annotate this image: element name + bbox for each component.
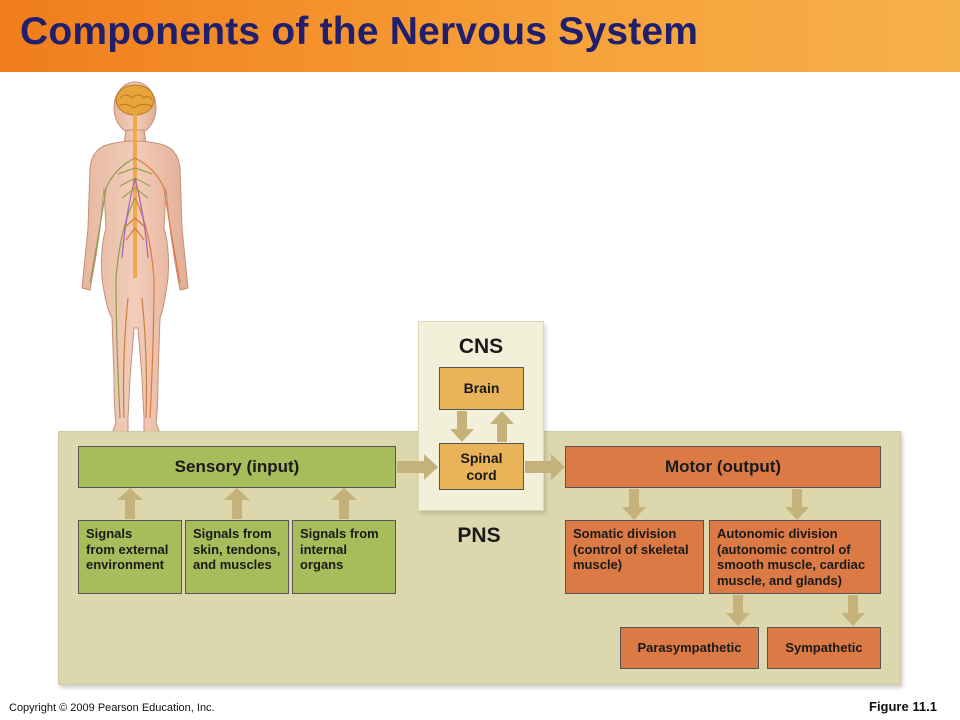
autonomic-division-box: Autonomic division (autonomic control of… bbox=[709, 520, 881, 594]
arrow-spinal-cord-to-motor bbox=[525, 454, 565, 480]
arrow-motor-to-autonomic bbox=[785, 489, 809, 520]
motor-label: Motor (output) bbox=[664, 457, 782, 477]
sympathetic-label: Sympathetic bbox=[785, 639, 863, 655]
arrow-brain-to-spinal-cord bbox=[450, 411, 474, 442]
arrow-external-to-sensory bbox=[117, 488, 143, 519]
somatic-title: Somatic division bbox=[573, 526, 677, 541]
cns-label: CNS bbox=[458, 335, 504, 358]
page-title: Components of the Nervous System bbox=[20, 10, 699, 53]
nerves bbox=[89, 157, 181, 419]
sensory-source-skin: Signals from skin, tendons, and muscles bbox=[185, 520, 289, 594]
arrow-spinal-cord-to-brain bbox=[490, 411, 514, 442]
spinal-cord-box: Spinal cord bbox=[439, 443, 524, 490]
arrow-sensory-to-spinal-cord bbox=[397, 454, 438, 480]
brain-box: Brain bbox=[439, 367, 524, 410]
figure-label: Figure 11.1 bbox=[869, 699, 937, 714]
sympathetic-box: Sympathetic bbox=[767, 627, 881, 669]
arrow-autonomic-to-parasympathetic bbox=[726, 595, 750, 626]
somatic-desc: (control of skeletal muscle) bbox=[573, 541, 689, 573]
autonomic-desc: (autonomic control of smooth muscle, car… bbox=[717, 541, 866, 588]
spinal-cord-label: Spinal cord bbox=[460, 450, 503, 483]
title-bar bbox=[0, 0, 960, 72]
human-nervous-system-illustration bbox=[81, 81, 189, 435]
arrow-motor-to-somatic bbox=[622, 489, 646, 520]
parasympathetic-label: Parasympathetic bbox=[637, 639, 742, 655]
parasympathetic-box: Parasympathetic bbox=[620, 627, 759, 669]
pns-label: PNS bbox=[457, 524, 501, 547]
arrow-autonomic-to-sympathetic bbox=[841, 595, 865, 626]
sensory-source-organs: Signals from internal organs bbox=[292, 520, 396, 594]
motor-box: Motor (output) bbox=[565, 446, 881, 488]
autonomic-title: Autonomic division bbox=[717, 526, 838, 541]
sensory-source-external: Signals from external environment bbox=[78, 520, 182, 594]
arrow-organs-to-sensory bbox=[331, 488, 357, 519]
sensory-box: Sensory (input) bbox=[78, 446, 396, 488]
brain-label: Brain bbox=[463, 380, 500, 397]
copyright-text: Copyright © 2009 Pearson Education, Inc. bbox=[9, 702, 215, 714]
sensory-label: Sensory (input) bbox=[174, 457, 300, 477]
somatic-division-box: Somatic division (control of skeletal mu… bbox=[565, 520, 704, 594]
arrow-skin-to-sensory bbox=[224, 488, 250, 519]
